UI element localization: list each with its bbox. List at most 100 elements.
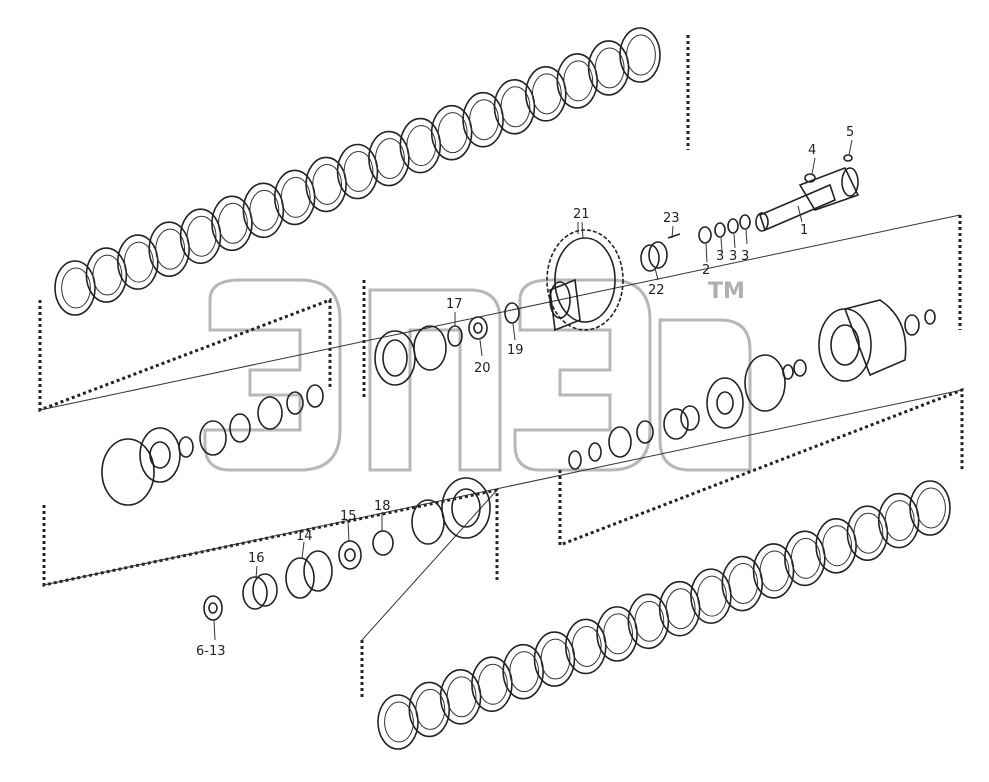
- callout-20: 20: [474, 361, 491, 376]
- clutch-disc-inner: [853, 512, 884, 554]
- clutch-disc: [721, 555, 764, 612]
- callout-6-13: 6-13: [196, 644, 226, 659]
- callout-17: 17: [446, 297, 463, 312]
- clutch-disc: [148, 221, 190, 277]
- clutch-disc: [439, 669, 482, 725]
- clutch-disc: [752, 543, 795, 599]
- callout-23: 23: [663, 211, 680, 226]
- bottom-clutch-disc-stack: [377, 480, 951, 750]
- clutch-disc: [815, 517, 857, 574]
- needle-bearing-22: [640, 233, 681, 272]
- callout-14: 14: [296, 529, 313, 544]
- clutch-disc: [399, 117, 442, 174]
- trademark-mark: TM: [708, 279, 745, 304]
- clutch-disc-inner: [477, 663, 508, 705]
- clutch-disc-inner: [500, 86, 531, 128]
- rings-17-20: [374, 302, 520, 386]
- callout-1: 1: [800, 223, 808, 238]
- callout-15: 15: [340, 509, 357, 524]
- gear-21: [546, 229, 624, 332]
- clutch-disc: [596, 606, 638, 662]
- clutch-disc: [493, 78, 536, 135]
- callout-21: 21: [573, 207, 590, 222]
- clutch-disc: [690, 568, 732, 624]
- clutch-disc-inner: [626, 34, 656, 76]
- clutch-disc: [471, 656, 513, 713]
- shaft-washers: [698, 214, 751, 244]
- clutch-disc: [525, 66, 567, 122]
- callout-3c: 3: [741, 249, 749, 264]
- clutch-disc: [336, 143, 379, 200]
- clutch-disc-inner: [594, 47, 625, 89]
- clutch-disc-inner: [665, 588, 696, 630]
- callout-4: 4: [808, 143, 816, 158]
- clutch-drum: [568, 299, 936, 470]
- clutch-disc-inner: [790, 537, 821, 579]
- clutch-disc-inner: [218, 202, 248, 244]
- clutch-disc: [877, 492, 920, 549]
- clutch-disc: [430, 104, 473, 161]
- leader-lines: [213, 139, 853, 641]
- clutch-disc: [211, 195, 253, 252]
- top-clutch-disc-stack: [54, 27, 661, 316]
- clutch-disc: [564, 618, 607, 675]
- clutch-disc-inner: [728, 563, 759, 605]
- group-brackets: [38, 35, 964, 700]
- clutch-disc: [116, 234, 159, 290]
- clutch-disc-inner: [469, 99, 499, 141]
- callout-5: 5: [846, 125, 854, 140]
- clutch-disc-inner: [822, 525, 853, 567]
- clutch-disc: [179, 208, 222, 265]
- clutch-disc: [377, 694, 419, 750]
- clutch-disc: [556, 53, 599, 109]
- clutch-disc-inner: [384, 701, 414, 743]
- callout-16: 16: [248, 551, 265, 566]
- lower-hub-parts: [203, 477, 491, 621]
- clutch-disc-inner: [374, 138, 405, 180]
- clutch-disc-inner: [603, 613, 633, 655]
- clutch-disc-inner: [343, 151, 374, 192]
- clutch-disc-inner: [446, 676, 477, 718]
- clutch-disc-inner: [123, 241, 154, 283]
- clutch-disc-inner: [509, 651, 540, 693]
- clutch-disc: [54, 260, 96, 316]
- clutch-disc-inner: [280, 176, 311, 218]
- clutch-disc-inner: [155, 228, 186, 270]
- clutch-disc: [658, 580, 701, 637]
- clutch-disc: [368, 130, 410, 187]
- callout-3a: 3: [716, 249, 724, 264]
- clutch-disc: [408, 681, 451, 738]
- callout-22: 22: [648, 283, 665, 298]
- input-shaft: [755, 154, 860, 232]
- left-hub-assembly: [101, 384, 324, 506]
- callout-2: 2: [702, 263, 710, 278]
- clutch-disc-inner: [531, 73, 562, 115]
- clutch-disc: [85, 247, 128, 303]
- callout-18: 18: [374, 499, 391, 514]
- clutch-disc: [273, 169, 316, 226]
- watermark-logo: TM: [203, 278, 752, 472]
- clutch-disc-inner: [759, 550, 790, 592]
- clutch-disc: [587, 40, 630, 96]
- clutch-disc-inner: [916, 487, 946, 529]
- clutch-disc: [502, 643, 544, 700]
- clutch-disc: [462, 91, 504, 148]
- clutch-disc: [846, 505, 889, 561]
- clutch-disc-inner: [312, 163, 343, 205]
- clutch-disc-inner: [415, 688, 446, 730]
- clutch-disc-inner: [634, 600, 665, 642]
- clutch-disc-inner: [697, 575, 727, 617]
- clutch-disc: [909, 480, 951, 536]
- callout-3b: 3: [729, 249, 737, 264]
- clutch-disc-inner: [884, 500, 915, 542]
- clutch-disc: [784, 530, 826, 587]
- clutch-disc-inner: [571, 625, 602, 667]
- callout-19: 19: [507, 343, 524, 358]
- clutch-disc-inner: [61, 267, 91, 309]
- clutch-disc-inner: [92, 254, 123, 296]
- clutch-disc: [627, 593, 670, 650]
- clutch-disc-inner: [540, 638, 571, 680]
- clutch-disc: [242, 182, 285, 239]
- clutch-disc-inner: [406, 125, 437, 167]
